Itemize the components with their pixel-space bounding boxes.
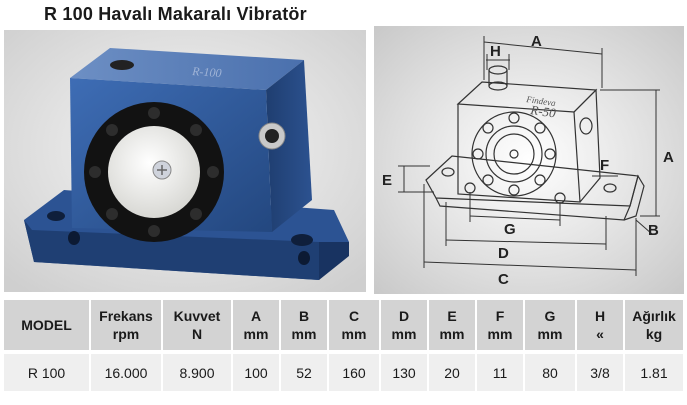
dim-label-d: D bbox=[498, 245, 509, 262]
brand-marking: Findeva bbox=[525, 94, 557, 108]
vibrator-outline bbox=[425, 65, 645, 221]
cell-frekans: 16.000 bbox=[90, 350, 163, 391]
base-mount-hole bbox=[47, 211, 65, 221]
header-h: H« bbox=[576, 300, 625, 352]
cell-g: 80 bbox=[524, 350, 577, 391]
cell-e: 20 bbox=[428, 350, 477, 391]
cell-d: 130 bbox=[380, 350, 429, 391]
dim-label-c: C bbox=[498, 271, 509, 288]
cell-agirlik: 1.81 bbox=[624, 350, 683, 391]
header-model: MODEL bbox=[4, 300, 91, 352]
cell-kuvvet: 8.900 bbox=[162, 350, 233, 391]
product-photo: R-100 bbox=[4, 30, 366, 292]
dim-label-g: G bbox=[504, 221, 516, 238]
dimension-lines bbox=[398, 36, 660, 276]
dim-label-h: H bbox=[490, 43, 501, 60]
dim-label-b: B bbox=[648, 222, 659, 239]
body-top bbox=[70, 48, 304, 90]
body-side bbox=[266, 60, 312, 232]
dim-label-f: F bbox=[600, 157, 609, 174]
model-marking: R-50 bbox=[529, 102, 558, 121]
top-port bbox=[110, 60, 134, 70]
engraving: R-100 bbox=[191, 64, 222, 80]
cell-c: 160 bbox=[328, 350, 381, 391]
dim-label-a-right: A bbox=[663, 149, 674, 166]
cell-b: 52 bbox=[280, 350, 329, 391]
dimension-drawing: Findeva R-50 A H bbox=[374, 26, 684, 294]
cell-a: 100 bbox=[232, 350, 281, 391]
cell-h: 3/8 bbox=[576, 350, 625, 391]
dim-label-a-top: A bbox=[531, 33, 542, 50]
ring-holes bbox=[89, 107, 219, 237]
page-title: R 100 Havalı Makaralı Vibratör bbox=[44, 4, 307, 24]
cell-f: 11 bbox=[476, 350, 525, 391]
table-row: R 100 16.000 8.900 100 52 160 130 20 11 … bbox=[4, 350, 683, 391]
cell-model: R 100 bbox=[4, 350, 91, 391]
base-mount-hole bbox=[291, 234, 313, 246]
dim-label-e: E bbox=[382, 172, 392, 189]
